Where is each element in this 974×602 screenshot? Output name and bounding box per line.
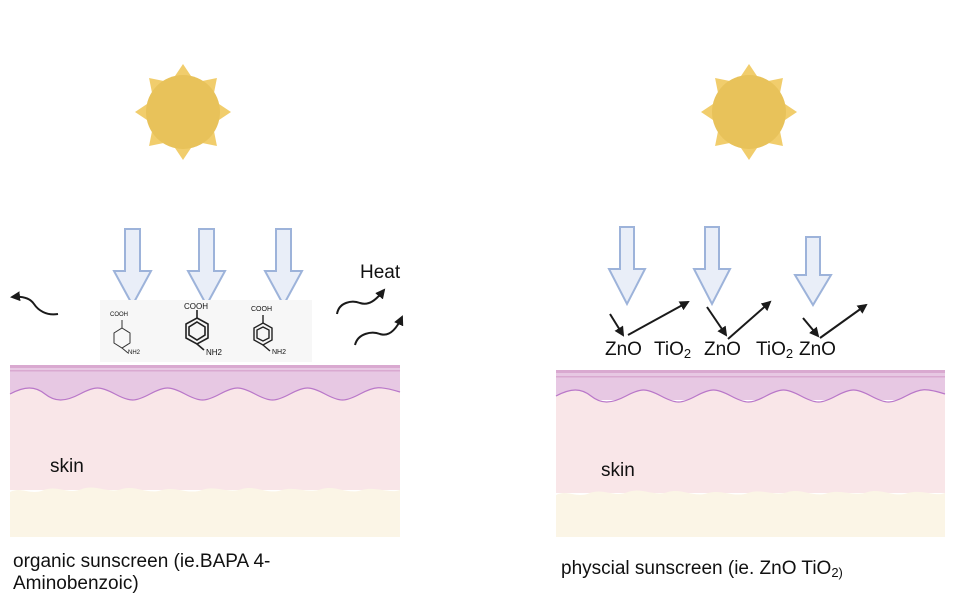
heat-arrow-left <box>10 291 59 316</box>
sun-icon-right <box>701 64 797 160</box>
sun-icon-left <box>135 64 231 160</box>
mineral-label-4: TiO2 <box>756 339 794 361</box>
molecule-1 <box>113 320 131 354</box>
molecule-1-nh2-label: NH2 <box>128 350 141 356</box>
molecule-1-cooh-label: COOH <box>110 312 128 318</box>
skin-block-left <box>9 365 401 537</box>
uv-arrow-2 <box>186 228 227 308</box>
reflected-ray-1 <box>627 301 690 336</box>
caption-physical: physcial sunscreen (ie. ZnO TiO2) <box>561 558 843 580</box>
molecule-backdrop <box>100 300 312 362</box>
heat-label: Heat <box>360 262 401 283</box>
uv-arrow-5 <box>692 226 732 307</box>
caption-organic-line2: Aminobenzoic) <box>13 573 139 594</box>
molecule-2 <box>185 310 209 351</box>
mineral-label-3: ZnO <box>704 339 741 360</box>
skin-block-right <box>555 370 946 537</box>
caption-organic: organic sunscreen (ie.BAPA 4- Aminobenzo… <box>13 551 270 595</box>
uv-arrow-1 <box>112 228 153 308</box>
reflected-ray-2 <box>727 300 772 340</box>
molecule-3-nh2-label: NH2 <box>272 349 287 356</box>
molecule-3-cooh-label: COOH <box>251 306 272 313</box>
caption-organic-line1: organic sunscreen (ie.BAPA 4- <box>13 551 271 572</box>
heat-arrow-right-2 <box>354 315 404 346</box>
mineral-label-2: TiO2 <box>654 339 692 361</box>
uv-arrow-3 <box>263 228 304 308</box>
skin-label-right: skin <box>601 460 635 481</box>
incoming-ray-3 <box>802 317 820 338</box>
incoming-ray-1 <box>609 313 625 337</box>
uv-arrow-4 <box>607 226 647 307</box>
molecule-2-cooh-label: COOH <box>184 302 208 311</box>
mineral-label-5: ZnO <box>799 339 836 360</box>
heat-arrow-right-1 <box>336 288 386 315</box>
molecule-2-nh2-label: NH2 <box>206 348 223 357</box>
skin-label-left: skin <box>50 456 84 477</box>
mineral-label-1: ZnO <box>605 339 642 360</box>
molecule-3 <box>253 315 273 352</box>
uv-arrow-6 <box>793 236 833 307</box>
incoming-ray-2 <box>706 306 728 337</box>
reflected-ray-3 <box>819 303 868 339</box>
